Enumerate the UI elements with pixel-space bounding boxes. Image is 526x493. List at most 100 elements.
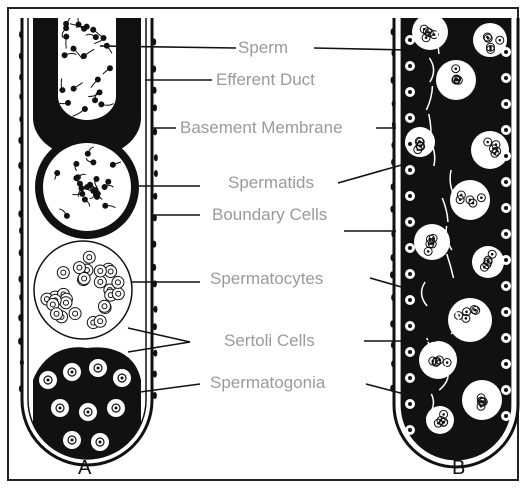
leader-spermatogonia-a [140, 384, 200, 392]
spermatocyte [83, 251, 95, 263]
boundary-cell [19, 74, 23, 81]
boundary-cell [153, 104, 157, 111]
spermatocyte-core [460, 194, 463, 197]
spermatogonium-core [504, 310, 508, 314]
spermatocyte-core [489, 46, 492, 49]
boundary-cell [152, 241, 156, 248]
boundary-cell [153, 128, 157, 135]
tubule-a [18, 13, 158, 470]
spermatogonium-core [87, 411, 90, 414]
boundary-cell [391, 28, 395, 35]
spermatogonium-core [408, 220, 412, 224]
spermatogonium-core [504, 232, 508, 236]
spermatogonium-core [408, 90, 412, 94]
spermatocyte [94, 265, 106, 277]
spermatocyte [112, 288, 124, 300]
boundary-cell [391, 183, 395, 190]
spermatocyte-core [495, 143, 498, 146]
spermatogonium-core [408, 38, 412, 42]
spermatogonium-core [504, 414, 508, 418]
boundary-cell [392, 100, 396, 107]
spermatocyte-core [419, 144, 422, 147]
spermatogonium-core [97, 367, 100, 370]
boundary-cell [19, 385, 23, 392]
boundary-cell [391, 77, 395, 84]
sperm-tail [78, 15, 79, 24]
spermatocyte [98, 300, 110, 312]
spermatocyte-core [465, 317, 468, 320]
spermatogonium-core [408, 194, 412, 198]
boundary-cell [19, 116, 23, 123]
boundary-cell [19, 185, 23, 192]
spermatogonium-core [99, 441, 102, 444]
spermatogonium-core [504, 336, 508, 340]
boundary-cell [152, 66, 156, 73]
boundary-cell [152, 264, 156, 271]
label-basement-membrane: Basement Membrane [180, 119, 343, 136]
boundary-cell [19, 227, 23, 234]
label-spermatocytes: Spermatocytes [210, 270, 323, 287]
label-sertoli-cells: Sertoli Cells [224, 332, 315, 349]
spermatogonium-core [408, 168, 412, 172]
spermatocyte-core [474, 309, 477, 312]
spermatogonium-core [504, 284, 508, 288]
boundary-cell [391, 142, 395, 149]
spermatogonium-core [408, 350, 412, 354]
label-sperm: Sperm [238, 39, 288, 56]
panel-label-a: A [78, 458, 91, 478]
spermatocyte-core [498, 39, 501, 42]
spermatogonium-core [408, 298, 412, 302]
spermatocyte-core [454, 67, 457, 70]
boundary-cell [18, 276, 22, 283]
boundary-cell [391, 360, 395, 367]
spermatogonium-core [408, 116, 412, 120]
boundary-cell [19, 53, 23, 60]
spermatocyte-core [426, 30, 429, 33]
tubule-b [390, 14, 518, 478]
spermatogonium-core [504, 50, 508, 54]
label-efferent-duct: Efferent Duct [216, 71, 315, 88]
boundary-cell [391, 341, 395, 348]
spermatocyte-core [486, 141, 489, 144]
spermatocyte [94, 315, 106, 327]
spermatogonium-core [504, 128, 508, 132]
boundary-cell [153, 370, 157, 377]
label-boundary-cells: Boundary Cells [212, 206, 327, 223]
boundary-cell [153, 87, 157, 94]
spermatocyte-core [457, 79, 460, 82]
leader-sperm-b [314, 48, 410, 50]
spermatogonium-core [408, 402, 412, 406]
spermatogonium-core [115, 407, 118, 410]
boundary-cell [18, 210, 22, 217]
spermatocyte [112, 276, 124, 288]
boundary-cell [391, 294, 395, 301]
boundary-cell [152, 38, 156, 45]
spermatocyte-core [480, 397, 483, 400]
spermatogonium-core [408, 324, 412, 328]
boundary-cell [154, 154, 158, 161]
spermatocyte-core [446, 361, 449, 364]
boundary-cell [18, 314, 22, 321]
boundary-cell [154, 306, 158, 313]
boundary-cell [19, 93, 23, 100]
boundary-cell [390, 271, 394, 278]
spermatocyte [69, 308, 81, 320]
spermatogonium-core [504, 154, 508, 158]
spermatogonium-core [504, 102, 508, 106]
spermatocyte-core [472, 202, 475, 205]
boundary-cell [391, 50, 395, 57]
spermatocyte [51, 308, 63, 320]
spermatogonium-core [408, 272, 412, 276]
spermatogonium-core [504, 388, 508, 392]
spermatocyte-core [425, 36, 428, 39]
spermatogonium-core [408, 64, 412, 68]
boundary-cell [390, 206, 394, 213]
spermatogonium-core [121, 377, 124, 380]
spermatocyte-core [483, 266, 486, 269]
spermatocyte-cluster [462, 380, 502, 420]
spermatocyte-core [487, 259, 490, 262]
boundary-cell [154, 170, 158, 177]
spermatocyte-core [442, 421, 445, 424]
boundary-cell [153, 392, 157, 399]
